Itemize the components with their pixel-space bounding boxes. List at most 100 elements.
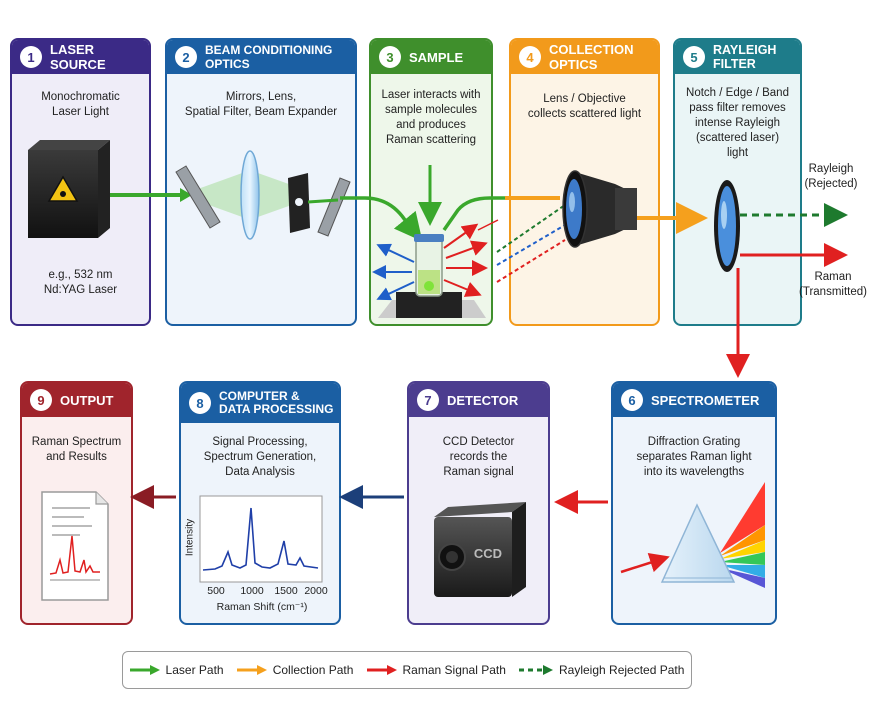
spectrometer-title: SPECTROMETER [651,392,760,408]
rayleigh-label-line: (Rejected) [804,178,858,190]
raman-into-prism-arrow [620,553,670,574]
spectrum-tick: 1500 [274,585,298,597]
rayleigh-filter-header: 5 RAYLEIGH FILTER [675,40,800,74]
laser-type: Nd:YAG Laser [43,284,118,296]
output-desc: Raman Spectrum and Results [26,435,127,465]
rayleigh-desc-line: intense Rayleigh [694,117,781,129]
spectrum-tick: 1000 [240,585,264,597]
computer-title-line: COMPUTER & [219,389,300,403]
legend-item-laser: Laser Path [129,663,224,677]
collection-optics-header: 4 COLLECTION OPTICS [511,40,658,74]
legend-raman-label: Raman Signal Path [402,663,506,677]
collection-optics-title: COLLECTION OPTICS [549,42,634,72]
rayleigh-filter-disc-icon [714,180,740,272]
step-number: 8 [189,392,211,414]
legend-item-raman: Raman Signal Path [366,663,506,677]
raman-label-line: (Transmitted) [799,286,867,298]
detector-desc-line: Raman signal [443,466,514,478]
sample-to-collection-laser [442,196,505,232]
laser-beam-arrowhead [180,188,192,202]
legend-item-rejected: Rayleigh Rejected Path [519,663,684,677]
laser-desc-line: Monochromatic [41,91,120,103]
laser-wavelength: e.g., 532 nm [48,269,113,281]
collection-desc-line: Lens / Objective [543,93,626,105]
legend-collection-arrow-icon [236,665,267,675]
beam-conditioning-header: 2 BEAM CONDITIONING OPTICS [167,40,355,74]
step-number: 5 [683,46,705,68]
detector-card: 7 DETECTOR CCD Detector records the Rama… [407,381,550,625]
spectrometer-card: 6 SPECTROMETER Diffraction Grating separ… [611,381,777,625]
rayleigh-desc-line: Notch / Edge / Band [686,87,789,99]
legend-laser-arrow-icon [129,665,160,675]
prism-icon [660,482,765,588]
spectrum-tick: 2000 [304,585,328,597]
rayleigh-filter-card: 5 RAYLEIGH FILTER Notch / Edge / Band pa… [673,38,802,326]
legend-raman-arrow-icon [366,665,397,675]
spectrometer-desc-line: separates Raman light [636,451,752,463]
raman-label-line: Raman [814,271,852,283]
ccd-label: CCD [473,546,503,561]
sample-desc-line: Raman scattering [385,134,477,146]
collection-desc-line: collects scattered light [527,108,642,120]
computer-title-line: DATA PROCESSING [219,402,334,416]
spectrometer-desc-line: into its wavelengths [643,466,745,478]
laser-source-card: 1 LASER SOURCE Monochromatic Laser Light… [10,38,151,326]
laser-to-sample-path [340,196,423,242]
computer-desc-line: Data Analysis [225,466,295,478]
beam-conditioning-desc: Mirrors, Lens, Spatial Filter, Beam Expa… [171,90,351,120]
output-desc-line: and Results [46,451,107,463]
legend-rejected-label: Rayleigh Rejected Path [559,663,685,677]
sample-title: SAMPLE [409,49,464,65]
legend-rejected-arrow-icon [519,665,553,675]
detector-header: 7 DETECTOR [409,383,548,417]
spectrum-ylabel: Intensity [184,518,196,557]
detector-desc-line: records the [449,451,508,463]
beam-desc-line: Spatial Filter, Beam Expander [184,106,338,118]
step-number: 9 [30,389,52,411]
computer-desc-line: Signal Processing, [212,436,308,448]
beam-conditioning-title: BEAM CONDITIONING OPTICS [205,43,333,71]
detector-desc: CCD Detector records the Raman signal [413,435,544,480]
collection-optics-desc: Lens / Objective collects scattered ligh… [515,92,654,122]
ccd-camera-icon [434,502,526,597]
rayleigh-desc-line: light [726,147,749,159]
detector-desc-line: CCD Detector [442,436,515,448]
spectrum-plot [199,495,323,583]
spectrum-xlabel: Raman Shift (cm⁻¹) [216,601,308,613]
rayleigh-label-line: Rayleigh [808,163,854,175]
sample-desc-line: Laser interacts with [381,89,481,101]
rayleigh-filter-desc: Notch / Edge / Band pass filter removes … [679,86,796,161]
spectrum-trace [202,507,319,571]
laser-source-title: LASER SOURCE [50,42,106,72]
sample-desc-line: sample molecules [384,104,478,116]
step-number: 3 [379,46,401,68]
legend-laser-label: Laser Path [165,663,224,677]
spectrometer-header: 6 SPECTROMETER [613,383,775,417]
rayleigh-filter-title: RAYLEIGH FILTER [713,43,777,71]
spectrometer-desc: Diffraction Grating separates Raman ligh… [617,435,771,480]
spatial-filter-icon [288,173,310,233]
sample-desc: Laser interacts with sample molecules an… [375,88,487,148]
laser-source-note: e.g., 532 nm Nd:YAG Laser [16,268,145,298]
output-title: OUTPUT [60,392,114,408]
step-number: 1 [20,46,42,68]
computer-desc-line: Spectrum Generation, [203,451,317,463]
legend-collection-label: Collection Path [272,663,354,677]
beam-desc-line: Mirrors, Lens, [225,91,297,103]
step-number: 4 [519,46,541,68]
beam-expansion-cone [195,172,245,218]
laser-beam-segment [307,198,339,204]
computer-desc: Signal Processing, Spectrum Generation, … [185,435,335,480]
collection-rays [496,196,566,283]
step-number: 7 [417,389,439,411]
rayleigh-desc-line: pass filter removes [689,102,786,114]
laser-source-desc: Monochromatic Laser Light [16,90,145,120]
mirror-1-icon [175,165,221,229]
sample-desc-line: and produces [396,119,466,131]
step-number: 6 [621,389,643,411]
sample-stage-icon [378,234,486,318]
objective-lens-icon [562,170,637,248]
legend: Laser Path Collection Path Raman Signal … [122,651,692,689]
step-number: 2 [175,46,197,68]
